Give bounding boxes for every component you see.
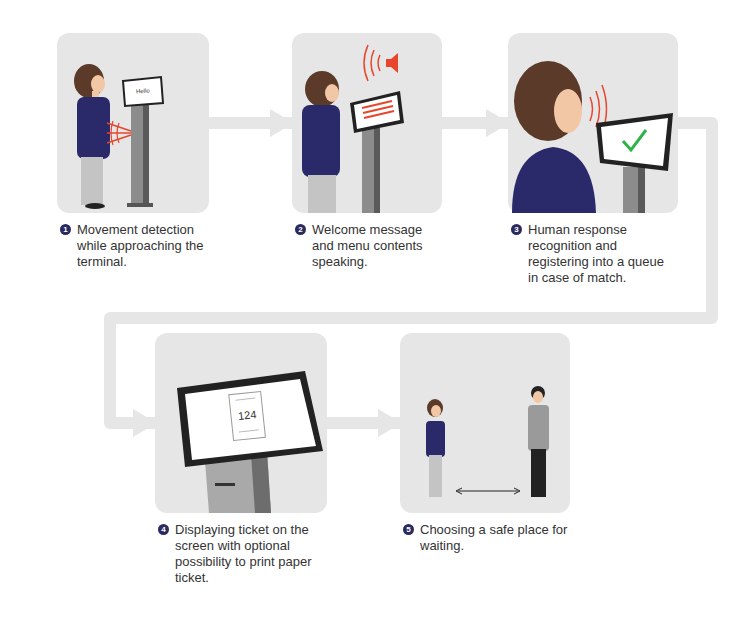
callout-number: 4 [158,524,169,535]
illustration-part [111,121,113,145]
illustration-part [533,391,543,403]
callout-number: 1 [60,224,71,235]
step-caption: Welcome message and menu contents speaki… [312,222,436,270]
step-caption: Displaying ticket on the screen with opt… [175,522,347,586]
illustration-part [427,399,443,417]
illustration-part [74,64,104,98]
illustration-part [143,105,149,205]
illustration-part [623,130,646,150]
illustration-part [386,59,391,67]
step-caption: Human response recognition and registeri… [528,222,664,286]
illustration-part [431,405,441,417]
illustration-part [554,89,582,133]
illustration-part [371,50,374,76]
step-panel: Movement detection while approaching the… [57,33,209,213]
illustration-part [512,147,596,213]
step-caption: Choosing a safe place for waiting. [420,522,572,554]
recognition-illustration [508,33,678,213]
illustration-part [378,55,380,71]
illustration-part [426,421,445,457]
callout-number: 5 [403,524,414,535]
ticket-illustration [155,333,327,513]
illustration-part [185,379,316,460]
approach-illustration [57,33,209,213]
illustration-part [638,167,645,213]
distance-illustration [400,333,570,513]
illustration-part [308,175,336,213]
illustration-part [364,45,368,81]
illustration-part [325,84,339,102]
illustration-part [429,455,442,497]
illustration-part [531,449,546,497]
illustration-part [251,451,271,513]
illustration-part [229,391,266,440]
step-caption: Movement detection while approaching the… [77,222,209,270]
flow-arrow [442,117,508,129]
illustration-part [235,398,255,400]
step-panel: Human response recognition and registeri… [508,33,678,213]
illustration-part [177,371,323,467]
illustration-part [91,75,105,93]
flow-arrow [209,117,292,129]
illustration-part [590,97,593,121]
illustration-part [364,111,394,118]
illustration-part [305,71,339,107]
illustration-part [514,488,520,494]
illustration-part [117,123,119,143]
screen-text: Hello [136,87,150,94]
illustration-part [596,113,673,171]
illustration-part [623,167,645,213]
illustration-part [514,61,582,141]
illustration-part [374,128,380,213]
illustration-part [302,105,340,177]
illustration-part [239,430,259,432]
illustration-part [131,105,149,205]
callout-number: 2 [295,224,306,235]
illustration-part [391,53,398,73]
illustration-part [85,203,105,209]
illustration-part [528,405,549,451]
illustration-part [127,203,153,207]
step-panel: Displaying ticket on the screen with opt… [155,333,327,513]
illustration-part [456,488,462,494]
step-panel: Welcome message and menu contents speaki… [292,33,442,213]
callout-number: 3 [511,224,522,235]
screen-text: 124 [237,408,257,422]
illustration-part [596,91,600,127]
step-panel: Choosing a safe place for waiting. [400,333,570,513]
illustration-part [350,91,404,133]
illustration-part [77,97,110,159]
flow-arrow [327,417,400,429]
illustration-part [601,118,668,166]
illustration-part [123,77,163,106]
illustration-part [81,157,103,205]
illustration-part [229,391,266,440]
welcome-illustration [292,33,442,213]
illustration-part [458,491,518,492]
illustration-part [354,95,400,129]
illustration-part [215,483,235,486]
illustration-part [362,128,380,213]
